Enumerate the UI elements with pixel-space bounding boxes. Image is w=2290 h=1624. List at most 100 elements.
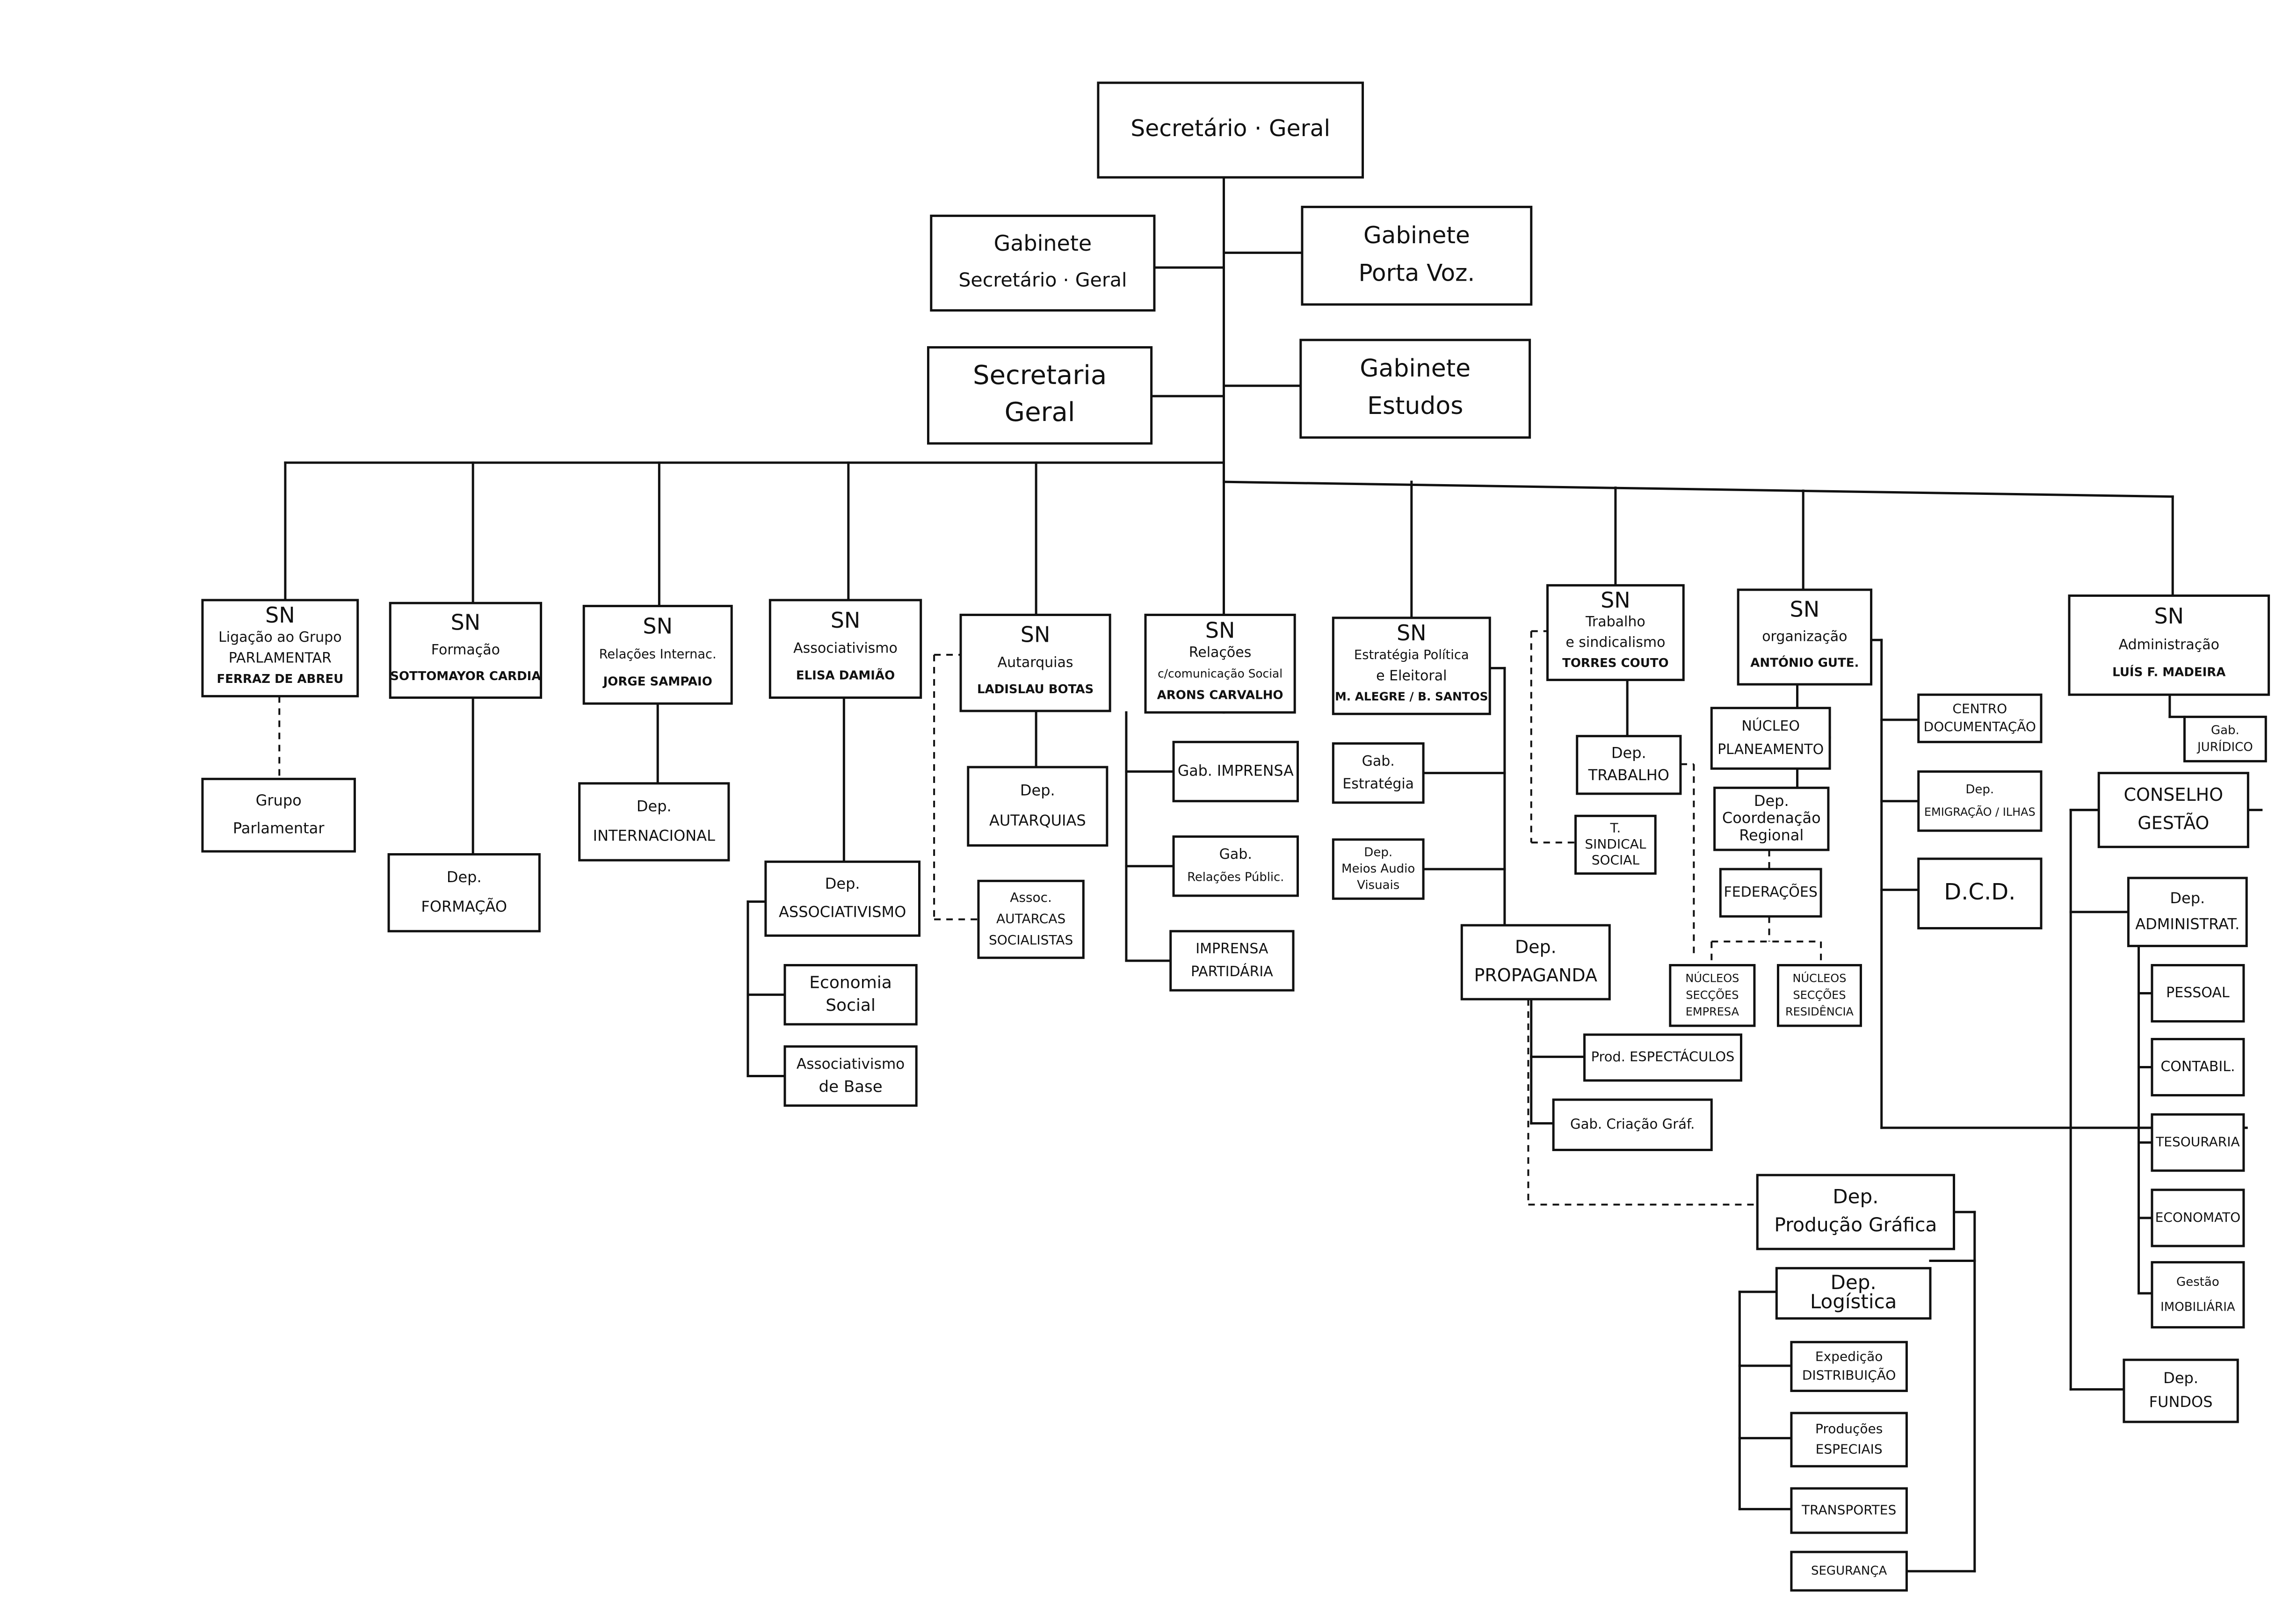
org-box-label: FERRAZ DE ABREU <box>217 672 343 686</box>
org-box-label: SN <box>451 610 481 635</box>
org-box-label: EMPRESA <box>1686 1005 1739 1018</box>
org-box-label: SOTTOMAYOR CARDIA <box>390 669 541 683</box>
org-box-frame <box>783 964 918 1026</box>
org-box-frame <box>2151 964 2245 1023</box>
org-box-label: FORMAÇÃO <box>421 898 507 915</box>
org-box-label: Meios Audio <box>1341 862 1415 876</box>
org-box-dep-logist: Dep.Logística <box>1775 1267 1932 1320</box>
org-box-label: Gabinete <box>1363 222 1470 249</box>
org-box-label: T. <box>1610 820 1621 836</box>
org-box-label: SN <box>265 602 295 628</box>
org-box-label: SN <box>2154 603 2184 629</box>
org-box-frame <box>387 853 541 933</box>
org-box-label: PARLAMENTAR <box>229 650 332 666</box>
org-box-label: Relações Internac. <box>599 647 717 661</box>
org-box-label: PLANEAMENTO <box>1718 741 1824 758</box>
org-box-dep-int: Dep.INTERNACIONAL <box>578 782 730 862</box>
org-box-dep-propag: Dep.PROPAGANDA <box>1460 924 1611 1000</box>
org-box-label: PARTIDÁRIA <box>1191 963 1273 980</box>
org-box-label: Parlamentar <box>233 819 325 837</box>
org-box-label: SEGURANÇA <box>1811 1564 1887 1578</box>
org-box-frame <box>1583 1033 1742 1082</box>
org-box-label: Dep. <box>825 875 860 892</box>
org-box-frame <box>1301 205 1533 306</box>
org-box-label: c/comunicação Social <box>1158 667 1283 681</box>
org-box-frame <box>930 214 1156 312</box>
org-box-label: IMOBILIÁRIA <box>2160 1299 2235 1314</box>
org-box-label: Autarquias <box>998 654 1073 671</box>
org-box-frame <box>764 860 921 937</box>
org-box-dep-trab: Dep.TRABALHO <box>1576 735 1682 795</box>
org-box-label: Secretário · Geral <box>1131 116 1330 142</box>
org-box-frame <box>582 605 733 705</box>
org-box-frame <box>1917 857 2043 929</box>
org-box-label: Dep. <box>637 797 672 815</box>
org-box-label: AUTARQUIAS <box>989 812 1086 829</box>
org-box-label: M. ALEGRE / B. SANTOS <box>1335 690 1488 703</box>
org-box-label: FUNDOS <box>2149 1393 2213 1411</box>
org-box-gab-criacao: Gab. Criação Gráf. <box>1552 1098 1713 1151</box>
org-box-frame <box>1172 740 1299 803</box>
org-box-label: SN <box>1601 587 1631 613</box>
org-box-label: DISTRIBUIÇÃO <box>1802 1367 1896 1383</box>
org-box-frame <box>1299 339 1531 439</box>
org-box-label: Gab. <box>1219 846 1252 863</box>
org-box-label: Ligação ao Grupo <box>218 629 342 645</box>
org-box-label: ANTÓNIO GUTE. <box>1750 655 1859 670</box>
org-box-label: ELISA DAMIÃO <box>796 668 895 683</box>
org-box-prod-espect: Prod. ESPECTÁCULOS <box>1583 1033 1742 1082</box>
org-box-frame <box>2151 1189 2245 1247</box>
org-box-label: e Eleitoral <box>1376 667 1447 684</box>
org-box-frame <box>1756 1174 1956 1250</box>
org-box-label: Estudos <box>1367 392 1463 420</box>
org-box-label: Expedição <box>1815 1348 1883 1364</box>
org-box-label: ESPECIAIS <box>1816 1442 1883 1457</box>
org-box-frame <box>2097 772 2249 848</box>
org-box-gab-estrat: Gab.Estratégia <box>1332 742 1425 804</box>
org-box-label: CONTABIL. <box>2160 1058 2235 1075</box>
org-box-frame <box>1719 868 1822 918</box>
org-box-frame <box>977 879 1085 959</box>
org-box-label: Prod. ESPECTÁCULOS <box>1591 1049 1735 1065</box>
org-box-label: Associativismo <box>797 1056 905 1073</box>
org-box-label: RESIDÊNCIA <box>1785 1005 1854 1018</box>
org-box-label: FEDERAÇÕES <box>1724 883 1817 900</box>
org-box-label: Dep. <box>1020 782 1055 799</box>
org-box-label: PROPAGANDA <box>1474 965 1597 986</box>
org-box-frame <box>1790 1341 1908 1392</box>
org-box-label: Coordenação <box>1722 809 1821 827</box>
org-box-label: SN <box>1205 617 1235 643</box>
org-box-dep-emig: Dep.EMIGRAÇÃO / ILHAS <box>1917 770 2043 832</box>
org-box-label: Relações <box>1189 645 1252 661</box>
org-box-frame <box>1775 1267 1932 1320</box>
org-box-label: TESOURARIA <box>2155 1134 2239 1150</box>
org-box-label: Gab. IMPRENSA <box>1178 763 1294 780</box>
org-box-label: Gab. Criação Gráf. <box>1570 1116 1695 1132</box>
org-box-label: SECÇÕES <box>1793 987 1846 1001</box>
org-box-seguranca: SEGURANÇA <box>1790 1551 1908 1592</box>
org-box-frame <box>201 599 359 697</box>
org-box-label: ECONOMATO <box>2155 1210 2241 1225</box>
org-box-frame <box>1790 1551 1908 1592</box>
org-box-label: DOCUMENTAÇÃO <box>1924 719 2036 734</box>
org-box-label: ASSOCIATIVISMO <box>779 903 906 921</box>
org-box-label: Relações Públic. <box>1187 870 1284 884</box>
org-box-gab-jur: Gab.JURÍDICO <box>2183 716 2267 762</box>
org-box-label: SOCIAL <box>1592 852 1640 868</box>
org-box-dep-prodgraf: Dep.Produção Gráfica <box>1756 1174 1956 1250</box>
org-box-label: Geral <box>1005 397 1075 428</box>
org-box-frame <box>1460 924 1611 1000</box>
